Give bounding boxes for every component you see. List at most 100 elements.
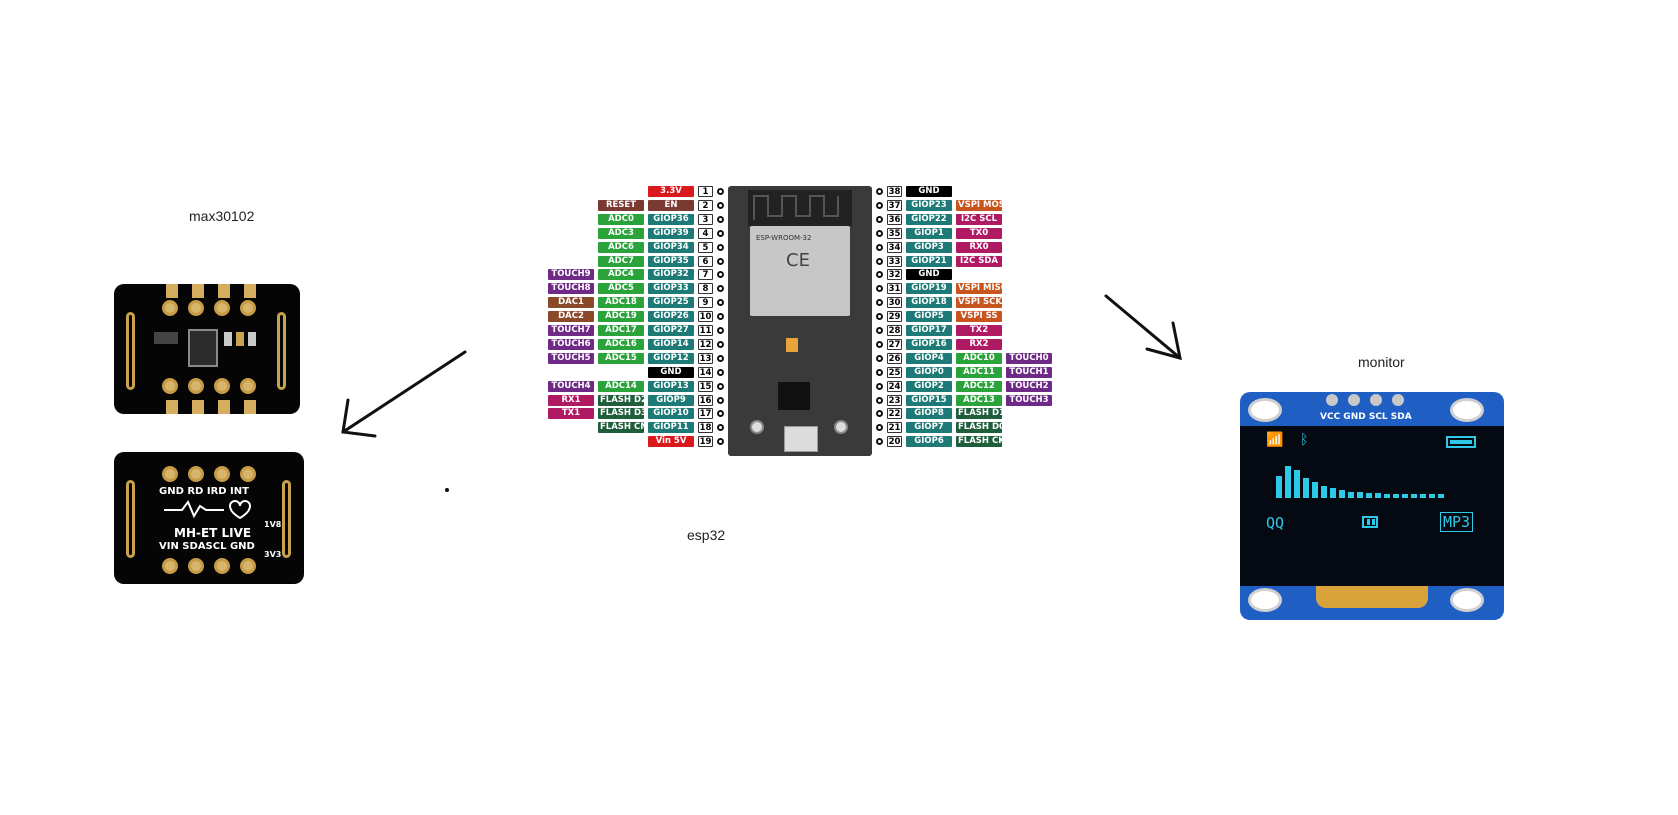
pin-label: FLASH D2: [598, 394, 644, 406]
pin-label: ADC17: [598, 325, 644, 336]
pin-label: GIOP32: [648, 269, 694, 281]
pin-number: 37: [887, 199, 902, 211]
pin-number: 35: [887, 227, 902, 239]
pin-header-dot: [876, 368, 883, 376]
pin-number: 3: [698, 213, 713, 225]
pin-label: GIOP12: [648, 352, 694, 364]
pin-label: FLASH CK: [956, 436, 1002, 448]
pin-label: I2C SCL: [956, 213, 1002, 225]
pin-label: GIOP22: [906, 213, 952, 225]
pin-number: 11: [698, 325, 713, 336]
pin-label: FLASH D1: [956, 408, 1002, 420]
pin-label: TX2: [956, 325, 1002, 336]
pin-header-dot: [876, 327, 883, 334]
pin-number: 38: [887, 186, 902, 197]
pin-number: 20: [887, 436, 902, 448]
oled-right-text: MP3: [1440, 512, 1474, 532]
pin-number: 18: [698, 422, 713, 434]
pin-label: GIOP14: [648, 338, 694, 350]
pin-label: DAC1: [548, 297, 594, 309]
pin-header-dot: [876, 299, 883, 307]
pin-label: ADC3: [598, 227, 644, 239]
pin-label: Vin 5V: [648, 436, 694, 448]
pin-header-dot: [717, 313, 724, 321]
right-pin-row: 20 GIOP6 FLASH CK: [874, 436, 1004, 448]
pin-label: GIOP39: [648, 227, 694, 239]
right-pin-row: 36 GIOP22 I2C SCL: [874, 213, 1004, 225]
pin-number: 21: [887, 422, 902, 434]
equalizer-bars: [1276, 466, 1444, 498]
pin-header-dot: [717, 396, 724, 404]
pin-label: TOUCH3: [1006, 394, 1052, 406]
pin-number: 33: [887, 255, 902, 267]
pin-label: GIOP18: [906, 297, 952, 309]
pin-label: ADC11: [956, 366, 1002, 378]
pin-header-dot: [876, 410, 883, 418]
pin-number: 9: [698, 297, 713, 309]
pin-label: FLASH D3: [598, 408, 644, 420]
pin-number: 36: [887, 213, 902, 225]
bluetooth-icon: ᛒ: [1300, 432, 1309, 448]
pin-header-dot: [876, 340, 883, 348]
pin-label: ADC13: [956, 394, 1002, 406]
pin-label: TOUCH0: [1006, 352, 1052, 364]
sensor-1v8-label: 1V8: [264, 520, 282, 529]
pin-number: 14: [698, 366, 713, 378]
pin-header-dot: [876, 285, 883, 293]
pin-header-dot: [717, 257, 724, 265]
pin-header-dot: [717, 201, 724, 209]
pin-header-dot: [717, 243, 724, 251]
pin-header-dot: [876, 257, 883, 265]
pin-label: GIOP10: [648, 408, 694, 420]
sensor-back-pins-bottom: VIN SDASCL GND: [159, 541, 255, 552]
oled-pin-header: VCC GND SCL SDA: [1320, 412, 1412, 422]
pin-header-dot: [876, 354, 883, 362]
pin-header-dot: [717, 424, 724, 432]
pin-label: GIOP16: [906, 338, 952, 350]
pin-label: ADC7: [598, 255, 644, 267]
pin-label: ADC12: [956, 380, 1002, 392]
esp32-shield: ESP-WROOM-32 CE: [750, 226, 850, 316]
pin-number: 25: [887, 366, 902, 378]
pin-label: TOUCH9: [548, 269, 594, 281]
pin-label: RESET: [598, 199, 644, 211]
pin-header-dot: [876, 271, 883, 279]
boot-button[interactable]: [834, 420, 848, 434]
pin-header-dot: [876, 424, 883, 432]
pin-label: TOUCH4: [548, 380, 594, 392]
pin-number: 10: [698, 311, 713, 323]
capacitor: [786, 338, 798, 352]
pin-header-dot: [717, 354, 724, 362]
pin-number: 7: [698, 269, 713, 281]
pin-label: GIOP6: [906, 436, 952, 448]
esp-module-label: ESP-WROOM-32: [756, 234, 812, 242]
pin-label: EN: [648, 199, 694, 211]
left-pin-row: FLASH CMDGIOP1118: [596, 422, 726, 434]
pin-label: TOUCH8: [548, 283, 594, 295]
sensor-caption: max30102: [189, 208, 255, 224]
max30102-back: GND RD IRD INT MH-ET LIVE VIN SDASCL GND…: [114, 452, 304, 584]
pin-label: VSPI SCK: [956, 297, 1002, 309]
oled-monitor: VCC GND SCL SDA 📶 ᛒ QQ MP3: [1240, 392, 1504, 620]
pin-label: 3.3V: [648, 186, 694, 197]
en-button[interactable]: [750, 420, 764, 434]
pin-label: GIOP3: [906, 241, 952, 253]
pin-header-dot: [717, 188, 724, 195]
pin-label: GIOP5: [906, 311, 952, 323]
pin-label: GND: [906, 269, 952, 281]
